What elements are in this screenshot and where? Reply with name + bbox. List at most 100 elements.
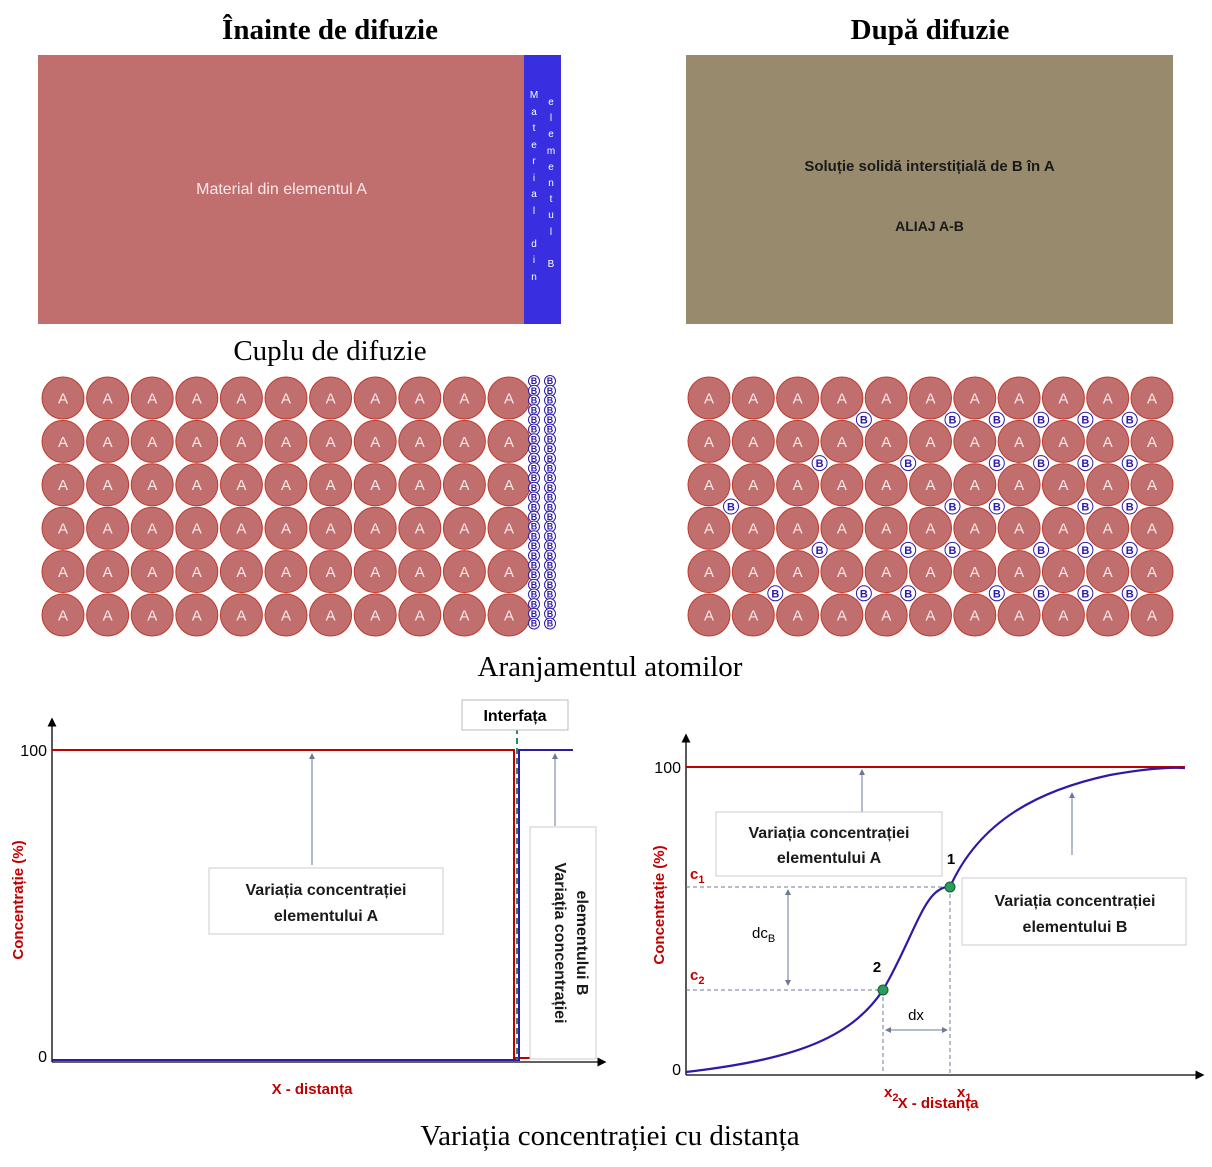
atom-b-interstitial: [1077, 498, 1094, 515]
bottom-caption: Variația concentrației cu distanța: [420, 1120, 800, 1152]
atom-a-label: A: [1147, 390, 1157, 407]
material-b-letter: e: [548, 97, 554, 108]
material-b-letter: a: [531, 189, 537, 200]
atoms-caption: Aranjamentul atomilor: [477, 651, 743, 683]
atom-a-label: A: [748, 607, 758, 624]
atom-a-label: A: [970, 607, 980, 624]
atom-a-label: A: [1014, 607, 1024, 624]
atom-a-label: A: [748, 477, 758, 494]
left-label-b-line2: elementului B: [573, 891, 590, 996]
atom-a-label: A: [1147, 521, 1157, 538]
atom-a-label: A: [1058, 607, 1068, 624]
atom-a: [353, 419, 397, 463]
atom-a: [353, 506, 397, 550]
atom-a: [953, 376, 997, 420]
atom-a: [731, 506, 775, 550]
atom-a: [353, 376, 397, 420]
atom-b-label: B: [547, 551, 554, 561]
atom-a-label: A: [415, 607, 425, 624]
after-title: După difuzie: [850, 14, 1010, 46]
atom-b-interstitial: [1077, 585, 1094, 602]
atom-a: [219, 419, 263, 463]
atom-b-label: B: [547, 561, 554, 571]
atom-a-label: A: [748, 521, 758, 538]
atom-a: [864, 550, 908, 594]
atom-a-label: A: [504, 607, 514, 624]
atom-a-label: A: [837, 390, 847, 407]
material-b-letter: B: [547, 259, 555, 270]
atom-b-label: B: [531, 386, 538, 396]
atom-a: [687, 376, 731, 420]
atom-a: [86, 593, 130, 637]
atom-a: [264, 376, 308, 420]
atom-a-label: A: [970, 564, 980, 581]
atom-a: [997, 419, 1041, 463]
atom-a-label: A: [326, 390, 336, 407]
material-b-letter: l: [549, 226, 553, 238]
atom-a-label: A: [881, 521, 891, 538]
material-b-letter: m: [546, 145, 556, 157]
atom-a-label: A: [925, 521, 935, 538]
atom-a-label: A: [459, 521, 469, 538]
atom-a-label: A: [236, 477, 246, 494]
atom-a-label: A: [236, 434, 246, 451]
atom-a: [309, 506, 353, 550]
atom-a: [997, 550, 1041, 594]
atom-b-interstitial: [988, 455, 1005, 472]
point-1-label: 1: [947, 851, 955, 868]
atom-a-label: A: [281, 607, 291, 624]
atom-b-interstitial: [1121, 541, 1138, 558]
atom-a: [909, 506, 952, 550]
atom-a-label: A: [925, 607, 935, 624]
atom-b-label: B: [531, 415, 538, 425]
atom-a: [1086, 550, 1130, 594]
atom-a-label: A: [147, 477, 157, 494]
atom-b-interstitial: [1033, 585, 1050, 602]
atom-a-label: A: [370, 434, 380, 451]
atom-a-label: A: [837, 521, 847, 538]
atom-a: [731, 376, 775, 420]
atom-a-label: A: [103, 564, 113, 581]
atom-a-label: A: [415, 477, 425, 494]
atom-a-label: A: [192, 607, 202, 624]
atom-a: [219, 593, 263, 637]
atom-a: [1086, 376, 1130, 420]
point-2-label: 2: [873, 959, 881, 976]
atom-b-label: B: [547, 522, 554, 532]
atom-a: [264, 550, 308, 594]
atom-a: [1130, 506, 1174, 550]
atom-a: [731, 419, 775, 463]
atom-b-interstitial: [1033, 411, 1050, 428]
atom-a: [1086, 463, 1130, 507]
atom-a-label: A: [1014, 390, 1024, 407]
right-y-tick-100: 100: [654, 760, 681, 777]
atom-a: [953, 593, 997, 637]
atom-b-interstitial-label: B: [727, 501, 735, 513]
atom-a: [1041, 376, 1085, 420]
atom-a-label: A: [837, 434, 847, 451]
atom-b-interstitial: [944, 541, 961, 558]
atom-a: [309, 376, 353, 420]
atom-b-label: B: [547, 570, 554, 580]
atom-b-label: B: [531, 493, 538, 503]
atom-a: [219, 463, 263, 507]
left-y-tick-0: 0: [38, 1049, 47, 1066]
atom-a-label: A: [147, 607, 157, 624]
atom-a: [398, 550, 442, 594]
atom-a: [353, 550, 397, 594]
atom-a-label: A: [793, 564, 803, 581]
atom-a: [175, 550, 219, 594]
atom-a-label: A: [192, 390, 202, 407]
atom-b-interstitial-label: B: [993, 501, 1001, 513]
atom-a: [1041, 419, 1085, 463]
atom-b-interstitial: [1033, 541, 1050, 558]
atom-a: [776, 376, 820, 420]
atom-b-interstitial-label: B: [904, 588, 912, 600]
atom-a-label: A: [748, 390, 758, 407]
atom-b-interstitial-label: B: [816, 458, 824, 470]
atom-a: [41, 550, 85, 594]
atom-a: [175, 463, 219, 507]
atom-b-interstitial: [988, 585, 1005, 602]
material-b-letter: i: [532, 172, 536, 184]
atom-a-label: A: [415, 390, 425, 407]
